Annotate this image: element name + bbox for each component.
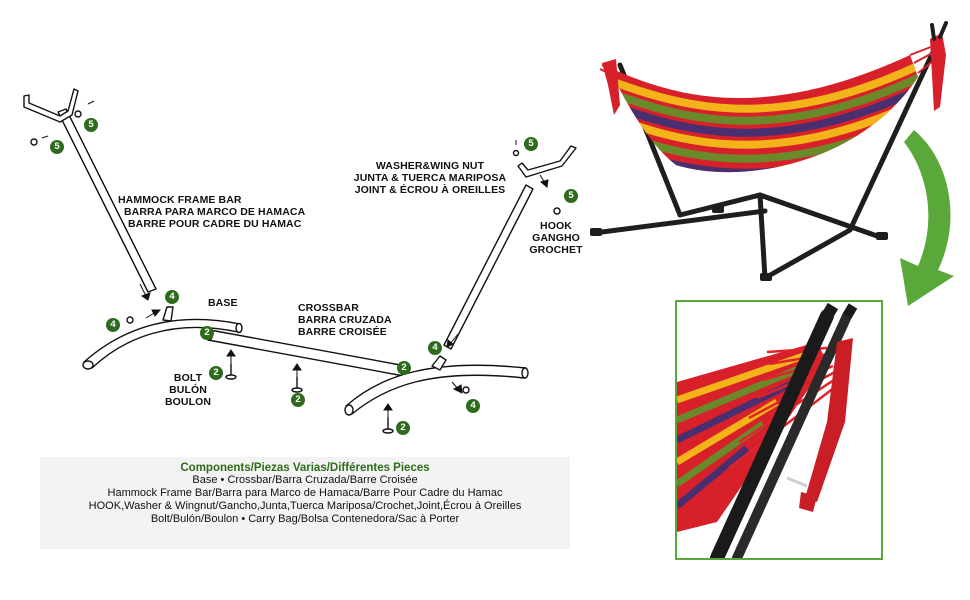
hammock-frame-bar-label: HAMMOCK FRAME BAR BARRA PARA MARCO DE HA… — [118, 194, 306, 230]
zoom-arrow-icon — [900, 130, 954, 306]
right-frame-bar — [443, 145, 577, 350]
components-title: Components/Piezas Varias/Différentes Pie… — [180, 462, 430, 474]
bolt-part-2 — [291, 376, 303, 393]
step-badge-4: 4 — [428, 341, 442, 355]
right-base — [344, 355, 529, 416]
components-line: Bolt/Bulón/Boulon • Carry Bag/Bolsa Cont… — [150, 513, 460, 525]
step-badge-5: 5 — [524, 137, 538, 151]
components-line: Hammock Frame Bar/Barra para Marco de Ha… — [107, 487, 503, 499]
bolt-part-1 — [225, 363, 237, 380]
step-badge-4: 4 — [106, 318, 120, 332]
base-label: BASE — [208, 297, 238, 309]
assembly-diagram — [23, 88, 577, 434]
left-base — [82, 306, 243, 370]
step-badge-5: 5 — [50, 140, 64, 154]
bolt-label: BOLT BULÓN BOULON — [164, 372, 212, 408]
components-line: Base • Crossbar/Barra Cruzada/Barre Croi… — [192, 474, 418, 486]
bolt-part-3 — [382, 417, 394, 434]
step-badge-2: 2 — [200, 326, 214, 340]
step-badge-5: 5 — [84, 118, 98, 132]
left-frame-bar — [23, 88, 157, 293]
components-list: Components/Piezas Varias/Différentes Pie… — [40, 457, 570, 549]
step-badge-2: 2 — [291, 393, 305, 407]
step-badge-2: 2 — [396, 421, 410, 435]
crossbar-label: CROSSBAR BARRA CRUZADA BARRE CROISÉE — [298, 302, 392, 338]
hook-label: HOOK GANGHO GROCHET — [529, 220, 583, 256]
washer-wing-nut-label: WASHER&WING NUT JUNTA & TUERCA MARIPOSA … — [353, 160, 507, 196]
components-line: HOOK,Washer & Wingnut/Gancho,Junta,Tuerc… — [88, 500, 522, 512]
step-badge-4: 4 — [466, 399, 480, 413]
step-badge-5: 5 — [564, 189, 578, 203]
step-badge-2: 2 — [397, 361, 411, 375]
step-badge-2: 2 — [209, 366, 223, 380]
hammock-stand-picture — [590, 21, 948, 281]
hook-detail-zoom — [675, 300, 883, 560]
step-badge-4: 4 — [165, 290, 179, 304]
